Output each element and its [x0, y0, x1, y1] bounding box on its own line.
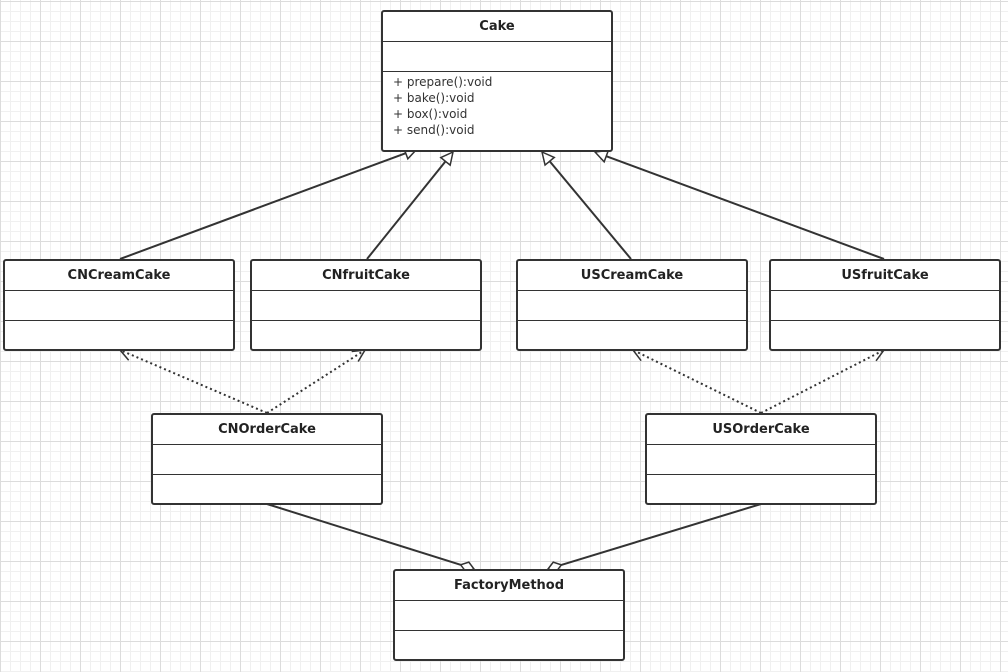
inheritance-line	[119, 152, 407, 260]
dependency-line	[760, 349, 885, 414]
class-methods-compartment	[771, 321, 999, 349]
class-attributes-compartment	[252, 291, 480, 321]
dependency-arrowhead	[351, 349, 367, 362]
inheritance-line	[605, 155, 885, 260]
class-methods-compartment	[395, 631, 623, 659]
class-name: USCreamCake	[518, 261, 746, 291]
class-usfruitcake[interactable]: USfruitCake	[769, 259, 1001, 351]
aggregation-line	[266, 503, 461, 566]
class-methods-compartment: + prepare():void + bake():void + box():v…	[383, 72, 611, 150]
method-bake: + bake():void	[393, 91, 475, 105]
class-name: USOrderCake	[647, 415, 875, 445]
class-name: CNfruitCake	[252, 261, 480, 291]
dependency-line	[632, 349, 762, 414]
class-name: FactoryMethod	[395, 571, 623, 601]
inheritance-line	[366, 160, 447, 260]
method-box: + box():void	[393, 107, 468, 121]
class-name: Cake	[383, 12, 611, 42]
dependency-line	[119, 349, 268, 414]
class-attributes-compartment	[518, 291, 746, 321]
class-name: CNOrderCake	[153, 415, 381, 445]
method-prepare: + prepare():void	[393, 75, 493, 89]
class-name: CNCreamCake	[5, 261, 233, 291]
class-attributes-compartment	[395, 601, 623, 631]
class-attributes-compartment	[5, 291, 233, 321]
class-uscreamcake[interactable]: USCreamCake	[516, 259, 748, 351]
class-cnordercake[interactable]: CNOrderCake	[151, 413, 383, 505]
inheritance-arrowhead	[593, 149, 610, 164]
class-cake[interactable]: Cake + prepare():void + bake():void + bo…	[381, 10, 613, 152]
dependency-line	[266, 349, 366, 414]
class-cncreamcake[interactable]: CNCreamCake	[3, 259, 235, 351]
class-name: USfruitCake	[771, 261, 999, 291]
class-attributes-compartment	[647, 445, 875, 475]
class-methods-compartment	[5, 321, 233, 349]
class-methods-compartment	[153, 475, 381, 503]
class-usordercake[interactable]: USOrderCake	[645, 413, 877, 505]
class-attributes-compartment	[153, 445, 381, 475]
class-cnfruitcake[interactable]: CNfruitCake	[250, 259, 482, 351]
class-attributes-compartment	[771, 291, 999, 321]
inheritance-line	[548, 160, 632, 260]
class-attributes-compartment	[383, 42, 611, 72]
class-methods-compartment	[252, 321, 480, 349]
inheritance-arrowhead	[540, 150, 556, 167]
class-methods-compartment	[647, 475, 875, 503]
class-methods-compartment	[518, 321, 746, 349]
method-send: + send():void	[393, 123, 475, 137]
inheritance-arrowhead	[439, 150, 455, 167]
aggregation-line	[561, 503, 762, 566]
class-factorymethod[interactable]: FactoryMethod	[393, 569, 625, 661]
